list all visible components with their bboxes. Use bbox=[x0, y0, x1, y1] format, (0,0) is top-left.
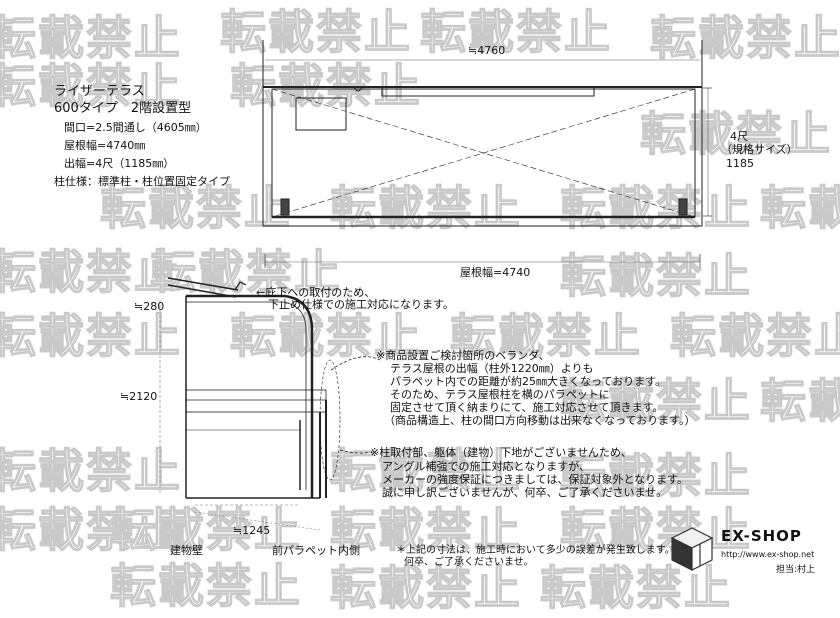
plan-unit-box bbox=[295, 97, 347, 131]
drawing-canvas bbox=[159, 40, 714, 571]
watermark-text: 転載禁止 bbox=[99, 180, 292, 235]
watermark-text: 転載禁止 bbox=[329, 502, 522, 557]
title-type: 600タイプ 2階設置型 bbox=[54, 101, 192, 116]
watermark-text: 転載禁止 bbox=[219, 4, 412, 59]
plan-bottom-dimension: 屋根幅=4740 bbox=[460, 266, 531, 279]
brand-staff: 担当:村上 bbox=[776, 565, 816, 575]
spec-post: 柱仕様：標準柱・柱位置固定タイプ bbox=[54, 175, 230, 188]
note-line: 固定させて頂く納まりにて、施工対応させて頂きます。 bbox=[390, 401, 664, 414]
spec-frontage: 間口=2.5間通し（4605㎜） bbox=[64, 121, 207, 134]
leader-note1 bbox=[330, 356, 381, 371]
eave-note-line1: ←庇下への取付のため、 bbox=[256, 286, 376, 299]
label-building-wall: 建物壁 bbox=[170, 544, 203, 557]
parapet-rail bbox=[185, 389, 327, 413]
watermark-text: 転載禁止 bbox=[0, 502, 182, 557]
spec-roof-width: 屋根幅=4740㎜ bbox=[64, 139, 146, 152]
plan-window bbox=[381, 86, 595, 97]
watermark-text: 転載禁止 bbox=[0, 58, 182, 113]
spec-projection: 出幅=4尺（1185㎜） bbox=[64, 157, 175, 170]
note-line: パラペット内での距離が約25㎜大きくなっております。 bbox=[390, 375, 667, 388]
title-product: ライザーテラス bbox=[54, 84, 145, 99]
watermark-text: 転載禁止 bbox=[669, 308, 840, 363]
watermark-text: 転載禁止 bbox=[559, 502, 752, 557]
dim-height: ≒2120 bbox=[120, 390, 158, 403]
brand-name: EX-SHOP bbox=[721, 527, 802, 545]
brand-url[interactable]: http://www.ex-shop.net bbox=[721, 550, 815, 559]
eave-note-line2: 下止め仕様での施工対応になります。 bbox=[268, 298, 454, 311]
dim-projection: ≒1245 bbox=[233, 524, 271, 537]
eave-upper bbox=[167, 277, 239, 291]
note-line: （商品構造上、柱の間口方向移動は出来なくなっております。） bbox=[384, 414, 696, 427]
watermark-text: 転載禁止 bbox=[0, 244, 182, 299]
note-line: ※柱取付部、躯体（建物）下地がございませんため、 bbox=[370, 446, 632, 459]
watermark-text: 転載禁止 bbox=[329, 443, 522, 498]
plan-side-dimension: 1185 bbox=[726, 157, 754, 170]
note-line: アングル補強での施工対応となりますが、 bbox=[382, 460, 591, 473]
watermark-text: 転載禁止 bbox=[449, 308, 642, 363]
plan-side-label: 4尺 bbox=[730, 130, 748, 143]
watermark-text: 転載禁止 bbox=[759, 373, 840, 428]
cube-logo-icon bbox=[670, 527, 714, 571]
label-front-parapet: 前パラペット内側 bbox=[272, 544, 360, 557]
note-line: テラス屋根の出幅（柱外1220㎜）よりも bbox=[390, 362, 594, 375]
watermark-text: 転載禁止 bbox=[229, 308, 422, 363]
roof-and-post bbox=[186, 294, 314, 498]
watermark-text: 転載禁止 bbox=[0, 443, 182, 498]
watermark-text: 転載禁止 bbox=[109, 502, 302, 557]
watermark-text: 転載禁止 bbox=[639, 106, 832, 161]
footer-note: ＊上記の寸法は、施工時において多少の誤差が発生致します。 bbox=[396, 545, 675, 556]
watermark-text: 転載禁止 bbox=[559, 248, 752, 303]
watermark-text: 転載禁止 bbox=[559, 373, 752, 428]
leader-note2 bbox=[339, 449, 371, 454]
watermark-text: 転載禁止 bbox=[759, 180, 840, 235]
watermark-text: 転載禁止 bbox=[419, 4, 612, 59]
note-line: ※商品設置ご検討箇所のベランダ、 bbox=[376, 349, 550, 362]
watermark-text: 転載禁止 bbox=[0, 308, 182, 363]
note-line: 誠に申し訳ございませんが、何卒、ご了承くださいませ。 bbox=[382, 486, 668, 499]
plan-side-sublabel: （規格サイズ） bbox=[721, 143, 798, 156]
note-line: メーカーの強度保証につきましては、保証対象外となります。 bbox=[382, 473, 689, 486]
watermark-text: 転載禁止 bbox=[0, 10, 182, 65]
dim-top: ≒280 bbox=[134, 300, 165, 313]
note-line: そのため、テラス屋根柱を横のパラペットに bbox=[390, 388, 610, 401]
watermark-text: 転載禁止 bbox=[559, 448, 752, 503]
plan-post-left bbox=[280, 198, 290, 216]
plan-top-dimension: ≒4760 bbox=[468, 44, 506, 57]
footer-note: 何卒、ご了承くださいませ。 bbox=[404, 557, 534, 568]
watermark-text: 転載禁止 bbox=[149, 244, 342, 299]
plan-post-right bbox=[678, 198, 688, 216]
plan-drain bbox=[353, 86, 363, 92]
watermark-text: 転載禁止 bbox=[649, 10, 840, 65]
plan-diagonal bbox=[271, 88, 696, 218]
